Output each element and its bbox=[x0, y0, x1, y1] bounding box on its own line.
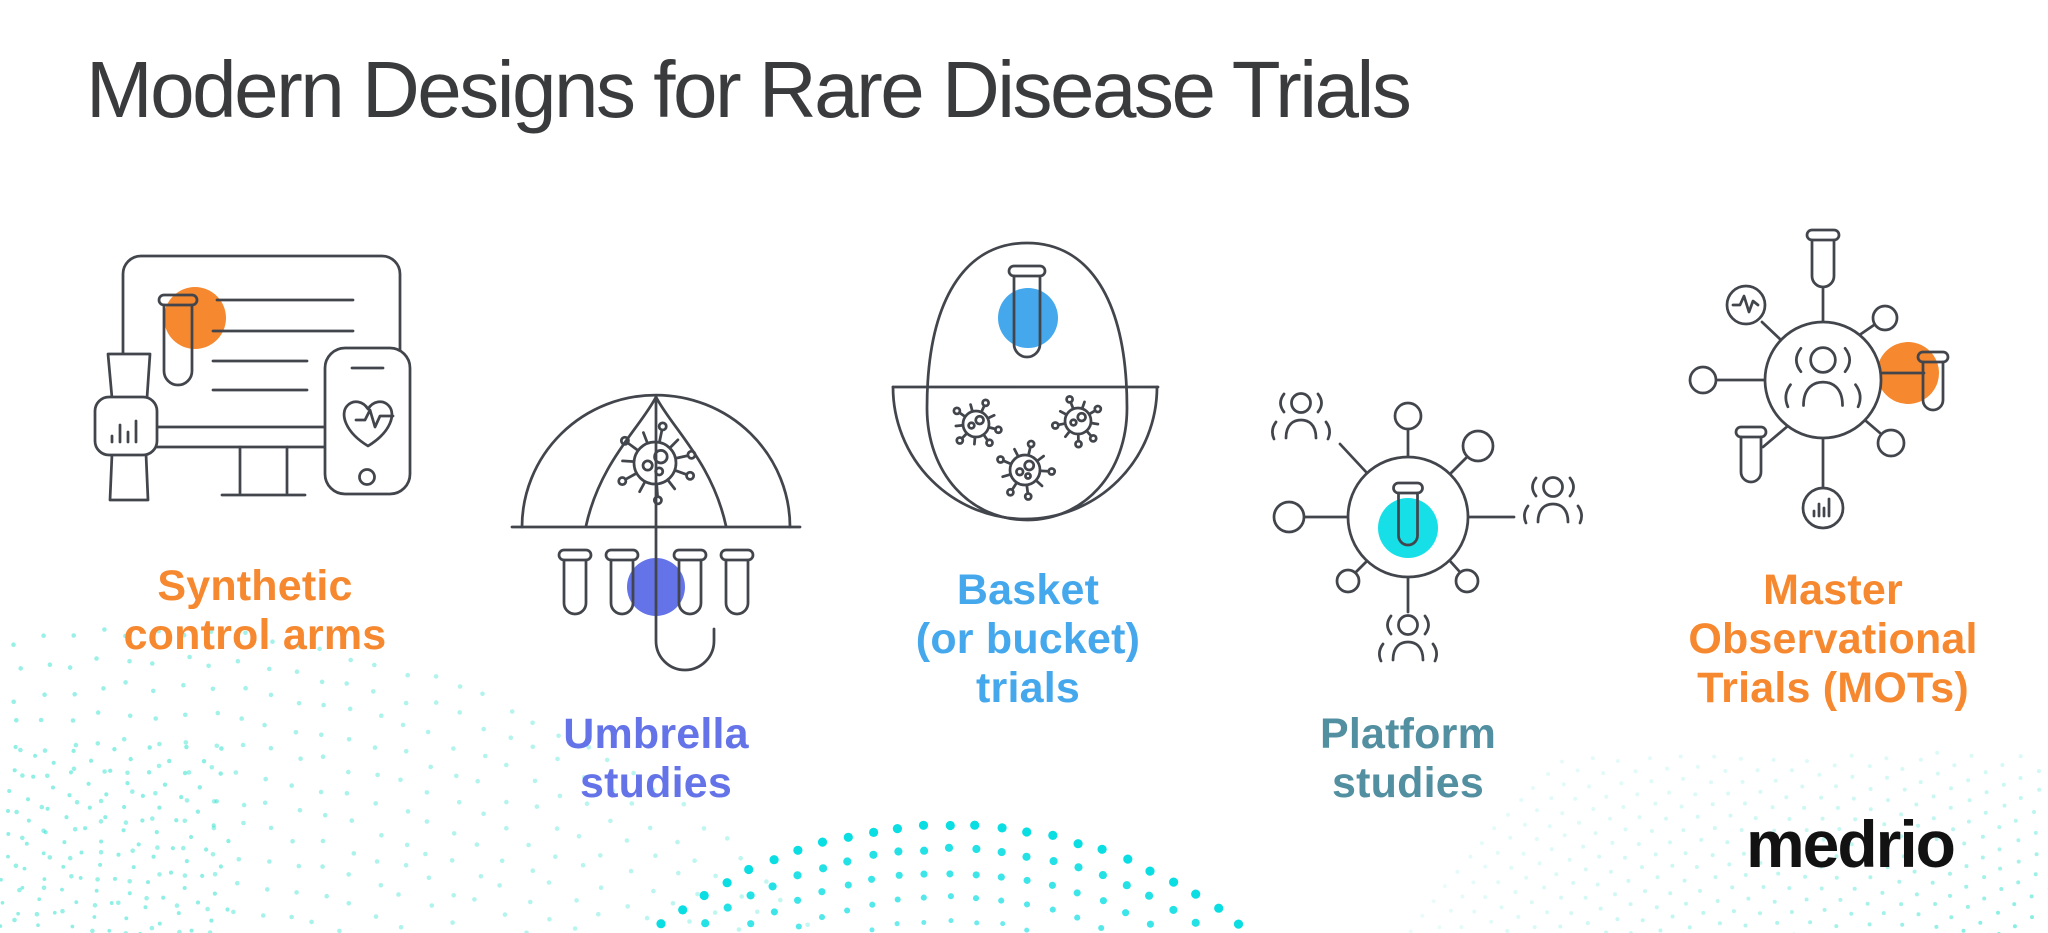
phone-heartrate-icon bbox=[323, 346, 412, 496]
people-group-icon bbox=[1784, 346, 1862, 409]
label-line: studies bbox=[1332, 759, 1484, 807]
basket-bowl bbox=[891, 385, 1159, 521]
umbrella-virus-testtubes-icon bbox=[510, 393, 802, 672]
label-platform-studies: Platform studies bbox=[1218, 710, 1598, 808]
test-tube-icon bbox=[1007, 264, 1047, 359]
label-line: Platform bbox=[1319, 710, 1496, 758]
virus-icon bbox=[1050, 395, 1103, 449]
label-line: Basket bbox=[956, 566, 1100, 614]
test-tube-icon bbox=[672, 548, 708, 616]
people-group-icon bbox=[1271, 392, 1331, 441]
label-line: control arms bbox=[123, 611, 387, 659]
test-tube-icon bbox=[1734, 425, 1768, 484]
smartwatch-icon bbox=[93, 352, 159, 502]
monitor-testtube-watch-phone-icon bbox=[93, 254, 412, 502]
test-tube-icon bbox=[557, 548, 593, 616]
page-title: Modern Designs for Rare Disease Trials bbox=[86, 45, 1412, 134]
people-group-icon bbox=[1378, 614, 1438, 663]
virus-icon bbox=[617, 421, 697, 506]
label-umbrella-studies: Umbrella studies bbox=[466, 710, 846, 808]
test-tube-icon bbox=[157, 293, 199, 387]
test-tube-icon bbox=[1916, 350, 1950, 412]
hub-circle bbox=[1763, 320, 1883, 440]
umbrella-canopy bbox=[520, 393, 792, 529]
medrio-logo: medrio bbox=[1745, 807, 1956, 881]
label-line: (or bucket) bbox=[915, 615, 1141, 663]
label-line: Trials (MOTs) bbox=[1697, 664, 1969, 712]
dot-wave-pattern bbox=[0, 627, 2048, 933]
basket-testtube-viruses-icon bbox=[891, 241, 1160, 522]
label-line: Synthetic bbox=[157, 562, 353, 610]
cyan-accent-dot bbox=[1378, 498, 1438, 558]
label-line: studies bbox=[580, 759, 732, 807]
network-people-testtubes-icon bbox=[1688, 228, 1950, 530]
test-tube-icon bbox=[719, 548, 755, 616]
virus-icon bbox=[996, 439, 1057, 501]
people-group-icon bbox=[1523, 476, 1583, 525]
virus-icon bbox=[952, 398, 1003, 448]
label-line: Observational bbox=[1688, 615, 1978, 663]
test-tube-icon bbox=[1392, 481, 1424, 547]
test-tube-icon bbox=[1805, 228, 1841, 289]
label-synthetic-control-arms: Synthetic control arms bbox=[60, 562, 450, 660]
test-tube-icon bbox=[604, 548, 640, 616]
label-basket-trials: Basket (or bucket) trials bbox=[838, 566, 1218, 713]
label-line: Master bbox=[1763, 566, 1903, 614]
hub-testtube-cohorts-icon bbox=[1271, 392, 1583, 663]
label-master-observational-trials: Master Observational Trials (MOTs) bbox=[1613, 566, 2048, 713]
umbrella-handle bbox=[654, 395, 716, 672]
orange-accent-dot bbox=[164, 287, 226, 349]
label-line: trials bbox=[976, 664, 1080, 712]
label-line: Umbrella bbox=[563, 710, 749, 758]
blue-accent-dot bbox=[998, 288, 1058, 348]
